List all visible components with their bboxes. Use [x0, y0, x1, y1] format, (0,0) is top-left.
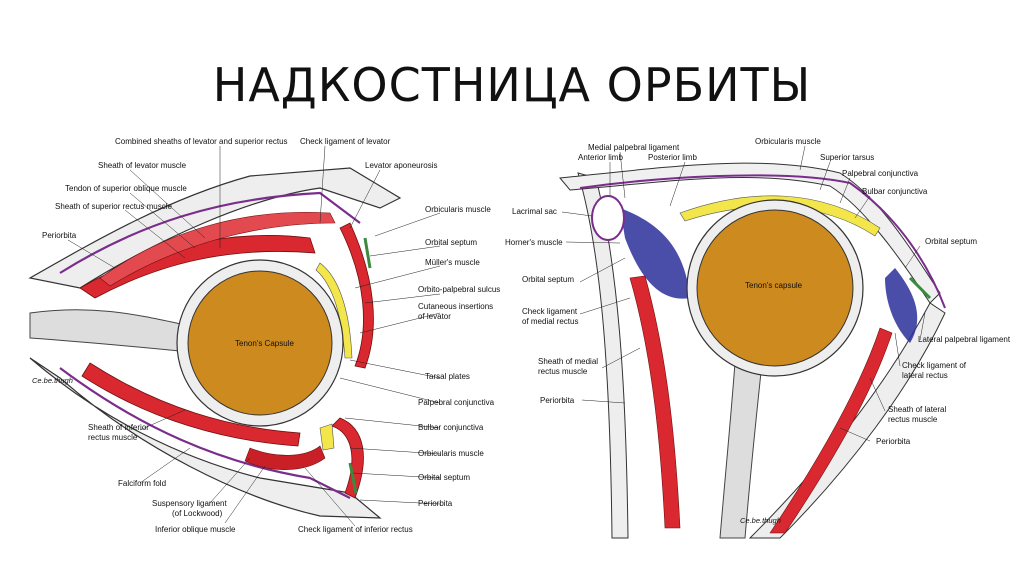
label-orbital-septum-right-top: Orbital septum	[925, 237, 977, 246]
slide-title: НАДКОСТНИЦА ОРБИТЫ	[212, 58, 812, 112]
periorbita-line-upper	[59, 191, 361, 274]
label-lacrimal-sac: Lacrimal sac	[512, 207, 557, 216]
right-labels	[561, 145, 926, 442]
optic-nerve-right	[719, 362, 763, 539]
label-orbicularis-upper: Orbicularis muscle	[425, 205, 491, 214]
orbital-septum-line-right	[579, 174, 946, 309]
label-periorbita-lower: Periorbita	[418, 499, 453, 508]
optic-nerve	[29, 309, 201, 354]
label-superior-tarsus: Superior tarsus	[820, 153, 874, 162]
sagittal-orbit-svg: Tenon's Capsule Combined sheaths of leva…	[28, 137, 500, 534]
label-orbital-septum-upper: Orbital septum	[425, 238, 477, 247]
lateral-orbital-wall	[748, 302, 946, 539]
medial-rectus-muscle	[629, 275, 681, 529]
label-sheath-lateral-rectus: Sheath of lateral	[888, 405, 946, 414]
sagittal-orbit-diagram: Tenon's Capsule Combined sheaths of leva…	[20, 128, 500, 548]
label-check-ligament-medial: Check ligament	[522, 307, 578, 316]
horizontal-orbit-svg: Tenon's capsule Medial palpebral ligamen…	[505, 137, 1011, 539]
illustrator-signature-right: Ce.be.thugh	[740, 516, 781, 525]
green-septum-right	[908, 276, 932, 300]
medial-fat-pad	[620, 208, 690, 299]
lacrimal-sac	[591, 195, 625, 241]
label-sheath-levator: Sheath of levator muscle	[98, 161, 187, 170]
label-tendon-superior-oblique: Tendon of superior oblique muscle	[65, 184, 187, 193]
label-periorbita-left: Periorbita	[42, 231, 77, 240]
label-palpebral-conjunctiva-right: Palpebral conjunctiva	[842, 169, 919, 178]
label-lateral-rectus-muscle: rectus muscle	[888, 415, 938, 424]
orbital-septum-green	[363, 237, 372, 269]
horizontal-orbit-diagram: Tenon's capsule Medial palpebral ligamen…	[500, 128, 1024, 548]
label-lockwood: (of Lockwood)	[172, 509, 223, 518]
label-check-ligament-inferior-rectus: Check ligament of inferior rectus	[298, 525, 413, 534]
label-bulbar-conjunctiva-right: Bulbar conjunctiva	[862, 187, 928, 196]
label-combined-sheaths: Combined sheaths of levator and superior…	[115, 137, 288, 146]
label-medial-rectus-muscle: rectus muscle	[538, 367, 588, 376]
label-medial-palpebral-ligament: Medial palpebral ligament	[588, 143, 680, 152]
label-horners-muscle: Horner's muscle	[505, 238, 563, 247]
label-of-medial-rectus: of medial rectus	[522, 317, 578, 326]
medial-orbital-wall	[577, 172, 629, 539]
label-of-levator: of levator	[418, 312, 451, 321]
tenon-capsule-label-right: Tenon's capsule	[745, 281, 803, 290]
label-inferior-oblique: Inferior oblique muscle	[155, 525, 236, 534]
eyeball-right	[696, 209, 854, 367]
label-periorbita-right-left: Periorbita	[540, 396, 575, 405]
label-bulbar-conjunctiva: Bulbar conjunctiva	[418, 423, 484, 432]
inferior-oblique-muscle	[244, 445, 326, 470]
illustrator-signature-left: Ce.be.thugh	[32, 376, 73, 385]
levator-muscle	[99, 212, 336, 287]
orbital-septum-green-lower	[348, 462, 358, 494]
eyeball	[187, 270, 333, 416]
label-check-ligament-lateral: Check ligament of	[902, 361, 967, 370]
label-sheath-medial-rectus: Sheath of medial	[538, 357, 598, 366]
tenon-capsule-label: Tenon's Capsule	[235, 339, 294, 348]
label-check-ligament-levator: Check ligament of levator	[300, 137, 391, 146]
inferior-rectus-muscle	[81, 362, 301, 447]
lower-eyelid	[331, 417, 364, 499]
label-orbital-septum-right: Orbital septum	[522, 275, 574, 284]
lateral-fat-pad	[885, 268, 918, 343]
label-sheath-inferior-rectus: Sheath of inferior	[88, 423, 149, 432]
label-lateral-rectus: lateral rectus	[902, 371, 948, 380]
label-posterior-limb: Posterior limb	[648, 153, 697, 162]
label-orbicularis-lower: Orbicularis muscle	[418, 449, 484, 458]
label-falciform-fold: Falciform fold	[118, 479, 166, 488]
tarsal-plate-lower	[319, 423, 335, 451]
label-lateral-palpebral-ligament: Lateral palpebral ligament	[918, 335, 1011, 344]
eyelid-skin-band	[559, 162, 941, 304]
label-tarsal-plates: Tarsal plates	[425, 372, 470, 381]
orbital-floor-bone	[29, 357, 382, 519]
label-levator-aponeurosis: Levator aponeurosis	[365, 161, 438, 170]
label-muller-muscle: Müller's muscle	[425, 258, 480, 267]
label-periorbita-right: Periorbita	[876, 437, 911, 446]
periorbita-line-lower	[59, 367, 351, 499]
label-sheath-superior-rectus: Sheath of superior rectus muscle	[55, 202, 172, 211]
label-inferior-rectus-muscle: rectus muscle	[88, 433, 138, 442]
label-anterior-limb: Anterior limb	[578, 153, 623, 162]
label-suspensory-ligament: Suspensory ligament	[152, 499, 227, 508]
left-labels	[67, 145, 441, 527]
label-orbicularis-right: Orbicularis muscle	[755, 137, 821, 146]
label-cutaneous-insertions: Cutaneous insertions	[418, 302, 493, 311]
label-orbital-septum-lower: Orbital septum	[418, 473, 470, 482]
label-orbito-palpebral-sulcus: Orbito-palpebral sulcus	[418, 285, 500, 294]
label-palpebral-conjunctiva: Palpebral conjunctiva	[418, 398, 495, 407]
